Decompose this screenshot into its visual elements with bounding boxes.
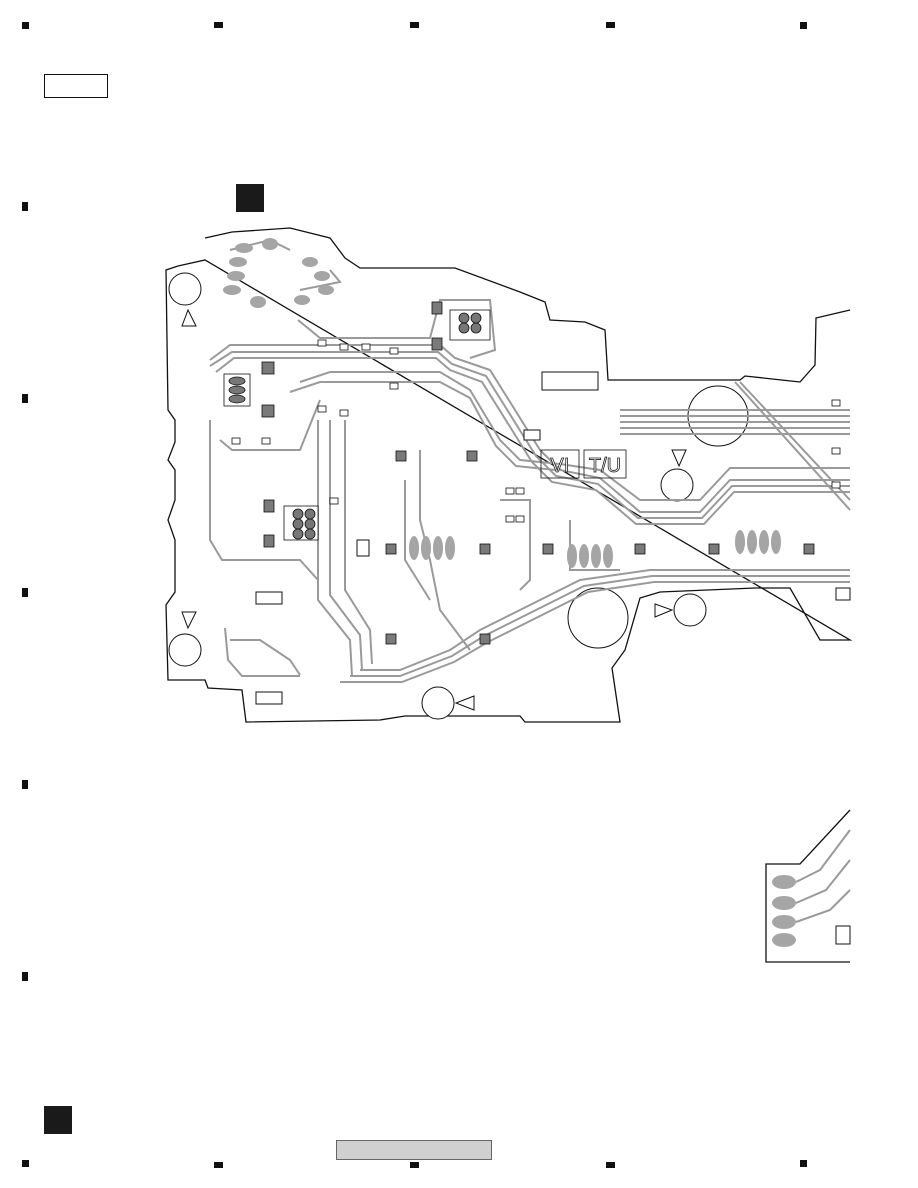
connector-fingers-center <box>409 530 781 568</box>
arrow-marker-2 <box>182 612 196 628</box>
ic-block-top <box>450 310 490 340</box>
silk-label-vi: VI <box>551 455 570 477</box>
mounting-hole-mid <box>661 469 693 501</box>
mounting-hole-bottom-left <box>169 634 201 666</box>
mounting-hole-bottom <box>422 687 454 719</box>
arrow-marker-3 <box>456 696 474 710</box>
connector-fingers-top-left <box>223 238 334 308</box>
sub-board-traces <box>796 830 850 922</box>
trace-bundle <box>210 240 850 682</box>
arrow-marker-5 <box>655 604 672 617</box>
sub-board-pads <box>772 875 796 947</box>
mounting-hole-right <box>674 594 706 626</box>
ic-block-connector <box>224 374 250 406</box>
arrow-marker-4 <box>672 450 686 466</box>
ic-block-left <box>284 506 318 540</box>
silk-label-tu: T/U <box>589 455 621 477</box>
arrow-marker-1 <box>182 310 196 326</box>
board-outline <box>166 228 850 722</box>
sub-board-component <box>836 926 850 944</box>
mounting-hole-top-left <box>169 273 201 305</box>
